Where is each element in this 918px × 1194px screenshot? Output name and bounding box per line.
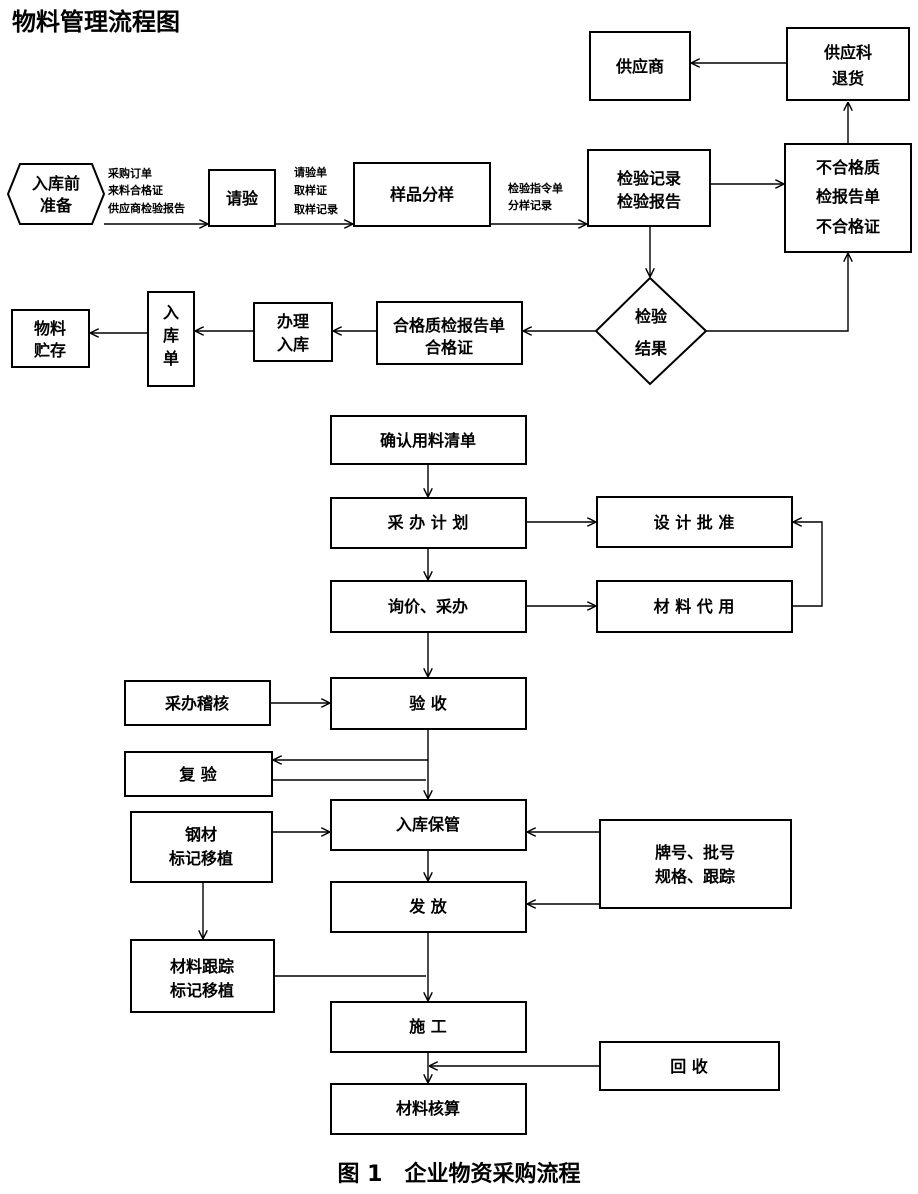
docs-1: 采购订单 来料合格证 供应商检验报告 xyxy=(107,166,185,215)
docs-1-line2: 来料合格证 xyxy=(107,183,163,197)
docs-2-line1: 请验单 xyxy=(294,165,327,179)
node-conforming-line2: 合格证 xyxy=(425,338,473,357)
node-supplier: 供应商 xyxy=(589,31,691,101)
node-confirm-list: 确认用料清单 xyxy=(330,415,527,465)
docs-3: 检验指令单 分样记录 xyxy=(508,181,563,212)
node-recycle-label: 回 收 xyxy=(670,1057,708,1076)
node-material-storage-line2: 贮存 xyxy=(33,341,66,360)
figure-caption: 图 1 企业物资采购流程 xyxy=(338,1161,581,1187)
node-steel-marking: 钢材 标记移植 xyxy=(130,811,273,883)
node-issue: 发 放 xyxy=(330,881,527,933)
node-recycle: 回 收 xyxy=(599,1041,780,1091)
node-inspection-record: 检验记录 检验报告 xyxy=(587,149,711,227)
node-inspection-record-line1: 检验记录 xyxy=(617,169,681,188)
arrow-substitute-to-design xyxy=(792,522,823,607)
node-result: 检验 结果 xyxy=(594,276,708,386)
node-warehouse-label: 入库保管 xyxy=(396,815,460,834)
node-nonconforming: 不合格质 检报告单 不合格证 xyxy=(784,143,912,253)
docs-3-line1: 检验指令单 xyxy=(508,181,563,195)
arrow-result-to-nonconforming xyxy=(706,254,848,332)
node-construction: 施 工 xyxy=(330,1001,527,1053)
node-inspection-record-line2: 检验报告 xyxy=(617,192,681,211)
node-tracking-marking: 材料跟踪 标记移植 xyxy=(130,939,275,1013)
node-handle-storage: 办理 入库 xyxy=(253,302,333,362)
node-return-dept-line2: 退货 xyxy=(832,69,864,88)
docs-2-line2: 取样证 xyxy=(294,183,327,197)
node-acceptance-label: 验 收 xyxy=(409,694,447,713)
node-sampling-label: 样品分样 xyxy=(390,185,454,204)
docs-1-line3: 供应商检验报告 xyxy=(107,201,185,215)
node-accounting: 材料核算 xyxy=(330,1083,527,1135)
node-audit: 采办稽核 xyxy=(124,680,271,726)
node-tracking-info-line2: 规格、跟踪 xyxy=(655,867,735,886)
node-conforming: 合格质检报告单 合格证 xyxy=(376,301,523,365)
node-inquiry-label: 询价、采办 xyxy=(388,597,468,616)
docs-2-line3: 取样记录 xyxy=(294,202,338,216)
node-nonconforming-line1: 不合格质 xyxy=(816,158,880,177)
node-storage-slip: 入 库 单 xyxy=(147,291,195,387)
node-tracking-marking-line1: 材料跟踪 xyxy=(170,957,234,976)
node-recheck-label: 复 验 xyxy=(178,765,218,784)
node-nonconforming-line2: 检报告单 xyxy=(816,187,880,206)
node-steel-marking-line2: 标记移植 xyxy=(168,849,233,868)
node-accounting-label: 材料核算 xyxy=(396,1099,460,1118)
node-result-line1: 检验 xyxy=(635,307,668,326)
node-acceptance: 验 收 xyxy=(330,677,527,730)
node-inquiry: 询价、采办 xyxy=(330,580,527,633)
node-substitute: 材 料 代 用 xyxy=(596,580,793,633)
node-tracking-info: 牌号、批号 规格、跟踪 xyxy=(599,819,792,909)
node-tracking-marking-line2: 标记移植 xyxy=(169,981,234,1000)
node-substitute-label: 材 料 代 用 xyxy=(654,597,735,616)
node-storage-slip-char3: 单 xyxy=(163,349,179,368)
node-conforming-line1: 合格质检报告单 xyxy=(393,316,505,335)
node-tracking-info-line1: 牌号、批号 xyxy=(655,843,735,862)
node-confirm-list-label: 确认用料清单 xyxy=(380,431,476,450)
node-design-approval-label: 设 计 批 准 xyxy=(654,513,735,532)
node-supplier-label: 供应商 xyxy=(615,57,664,76)
node-result-line2: 结果 xyxy=(634,339,667,358)
node-return-dept: 供应科 退货 xyxy=(786,27,910,101)
node-handle-storage-line2: 入库 xyxy=(277,335,309,354)
node-storage-slip-char2: 库 xyxy=(163,326,179,345)
node-plan-label: 采 办 计 划 xyxy=(387,513,469,532)
node-material-storage-line1: 物料 xyxy=(34,319,66,338)
node-prep-line1: 入库前 xyxy=(32,174,80,193)
node-construction-label: 施 工 xyxy=(409,1017,447,1036)
node-issue-label: 发 放 xyxy=(408,897,448,916)
node-warehouse: 入库保管 xyxy=(330,799,527,851)
node-steel-marking-line1: 钢材 xyxy=(185,825,217,844)
docs-3-line2: 分样记录 xyxy=(508,198,552,212)
node-prep: 入库前 准备 xyxy=(6,163,106,225)
node-handle-storage-line1: 办理 xyxy=(277,312,309,331)
node-return-dept-line1: 供应科 xyxy=(823,43,872,62)
node-audit-label: 采办稽核 xyxy=(164,694,229,713)
node-nonconforming-line3: 不合格证 xyxy=(816,217,880,236)
node-inspect-request: 请验 xyxy=(208,169,276,227)
node-plan: 采 办 计 划 xyxy=(330,497,527,549)
node-recheck: 复 验 xyxy=(124,751,273,797)
node-prep-line2: 准备 xyxy=(40,196,73,215)
docs-2: 请验单 取样证 取样记录 xyxy=(294,165,338,216)
node-inspect-request-label: 请验 xyxy=(226,189,259,208)
docs-1-line1: 采购订单 xyxy=(107,166,152,180)
node-design-approval: 设 计 批 准 xyxy=(596,496,793,548)
diagram-title: 物料管理流程图 xyxy=(12,8,180,36)
node-sampling: 样品分样 xyxy=(353,162,491,227)
node-material-storage: 物料 贮存 xyxy=(11,309,90,368)
node-storage-slip-char1: 入 xyxy=(163,303,179,322)
